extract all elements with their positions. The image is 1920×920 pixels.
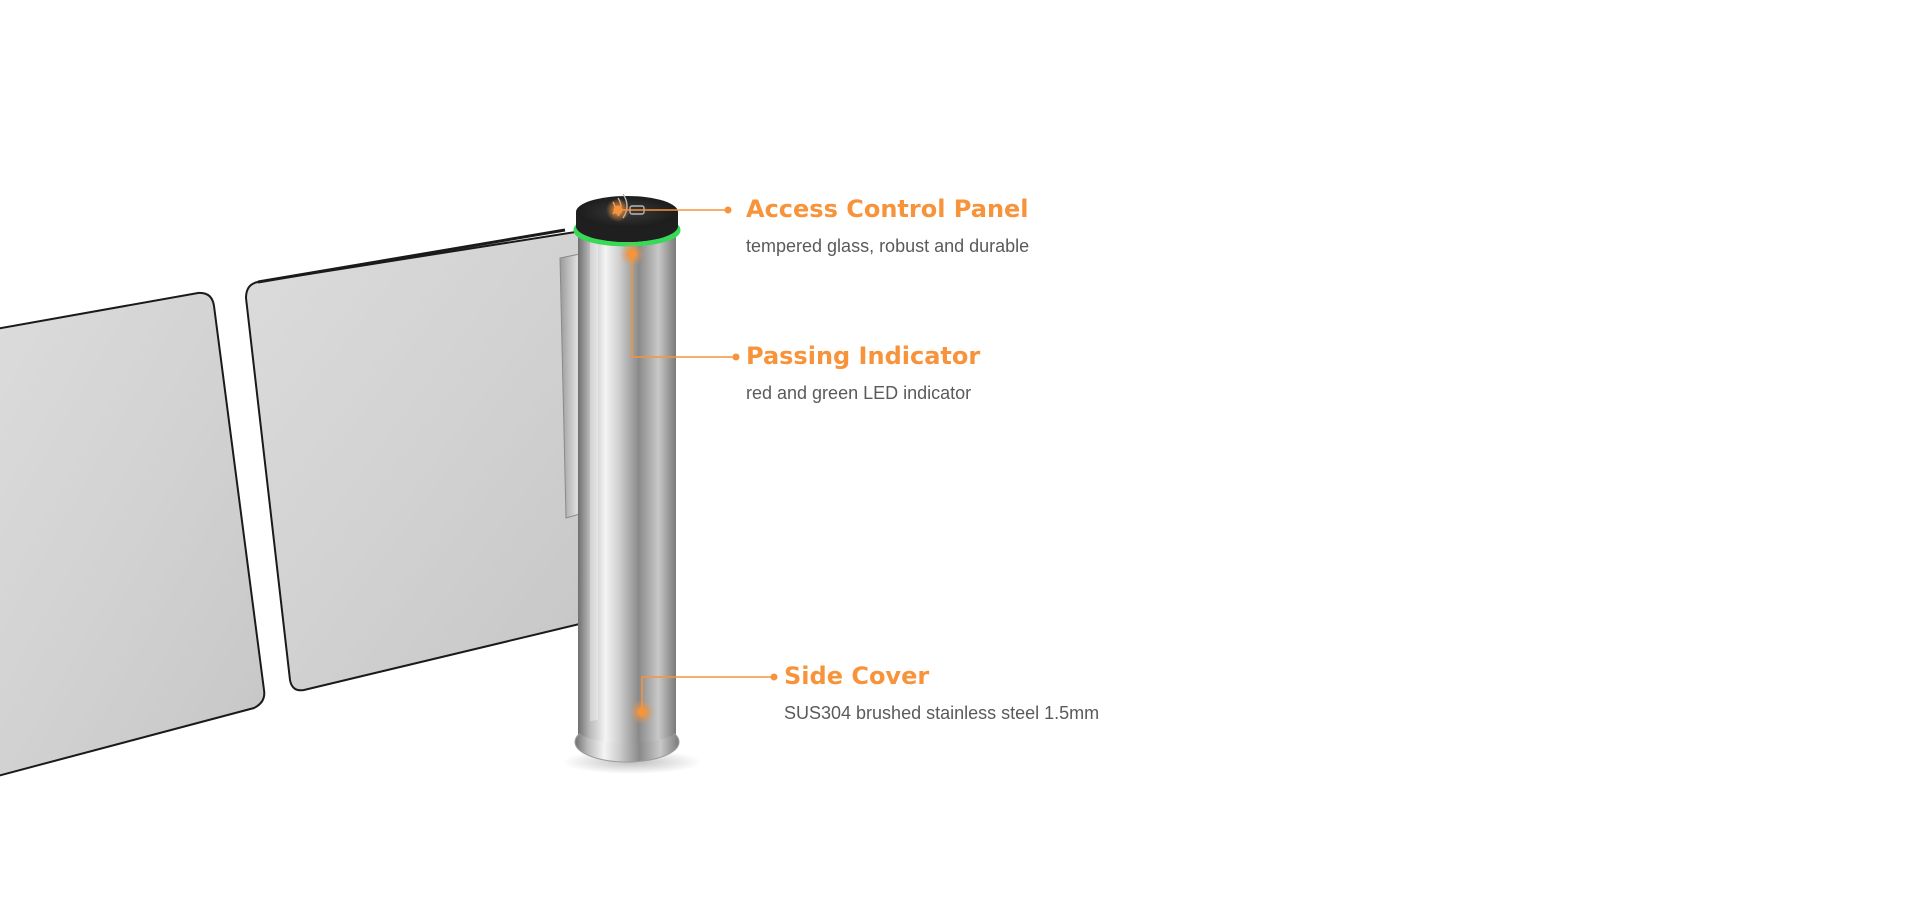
callout-marker-dots	[606, 198, 654, 724]
side-cover-post	[578, 228, 676, 740]
callout-title: Access Control Panel	[746, 195, 1029, 223]
callout-title: Passing Indicator	[746, 342, 981, 370]
callout-side-cover: Side Cover SUS304 brushed stainless stee…	[784, 660, 1099, 724]
callout-description: red and green LED indicator	[746, 383, 972, 403]
glass-panel-middle	[244, 228, 589, 692]
callout-access-control-panel: Access Control Panel tempered glass, rob…	[746, 193, 1029, 257]
glass-panel-left	[0, 291, 266, 777]
callout-description: tempered glass, robust and durable	[746, 236, 1030, 256]
callout-title: Side Cover	[784, 662, 930, 690]
callout-end-dots	[724, 206, 778, 681]
callout-description: SUS304 brushed stainless steel 1.5mm	[784, 703, 1100, 723]
callout-passing-indicator: Passing Indicator red and green LED indi…	[746, 340, 980, 404]
